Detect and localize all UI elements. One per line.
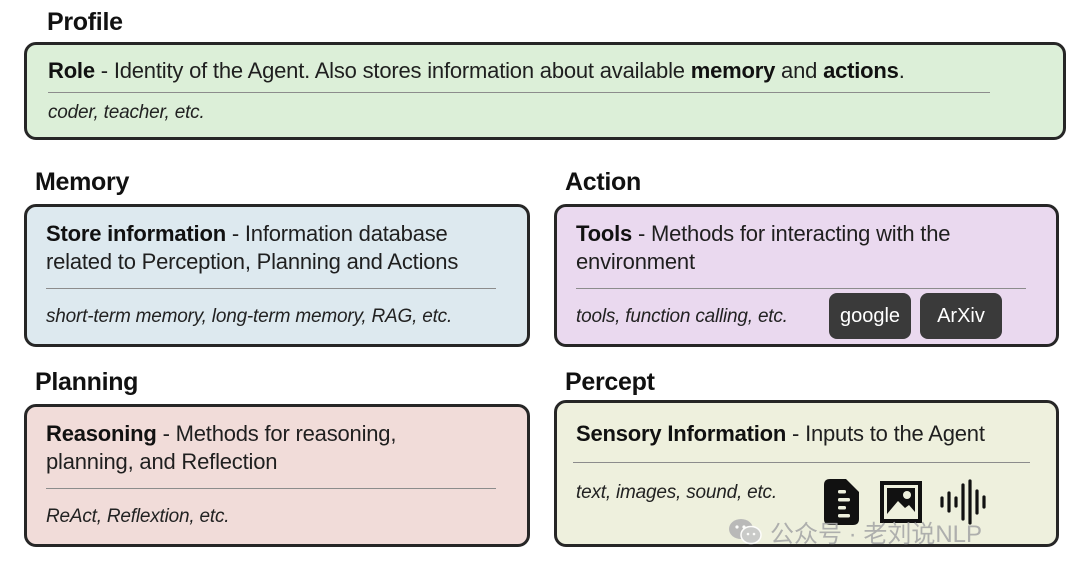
profile-memory-word: memory (690, 58, 776, 83)
action-description: Tools - Methods for interacting with the… (576, 220, 1016, 276)
profile-description: Role - Identity of the Agent. Also store… (48, 57, 1048, 85)
profile-examples: coder, teacher, etc. (48, 102, 205, 123)
percept-examples: text, images, sound, etc. (576, 482, 777, 503)
percept-description: Sensory Information - Inputs to the Agen… (576, 420, 1046, 448)
memory-text: - Information database related to Percep… (46, 221, 459, 274)
planning-lead: Reasoning (46, 421, 157, 446)
document-icon (824, 479, 859, 525)
percept-divider (573, 462, 1030, 463)
sound-wave-icon (940, 479, 986, 525)
profile-actions-word: actions (823, 58, 899, 83)
action-divider (576, 288, 1026, 289)
arxiv-badge: ArXiv (920, 293, 1002, 339)
memory-lead: Store information (46, 221, 226, 246)
memory-card: Store information - Information database… (24, 204, 530, 347)
percept-card: Sensory Information - Inputs to the Agen… (554, 400, 1059, 547)
memory-title: Memory (35, 168, 130, 196)
profile-text-2: and (775, 58, 824, 83)
action-card: Tools - Methods for interacting with the… (554, 204, 1059, 347)
action-text: - Methods for interacting with the envir… (576, 221, 951, 274)
action-title: Action (565, 168, 641, 196)
memory-description: Store information - Information database… (46, 220, 516, 276)
profile-lead: Role (48, 58, 95, 83)
planning-divider (46, 488, 496, 489)
memory-divider (46, 288, 496, 289)
planning-card: Reasoning - Methods for reasoning, plann… (24, 404, 530, 547)
image-icon (880, 481, 922, 523)
google-badge: google (829, 293, 911, 339)
planning-title: Planning (35, 368, 139, 396)
profile-divider (48, 92, 990, 93)
wechat-icon (729, 518, 762, 544)
profile-text-1: - Identity of the Agent. Also stores inf… (94, 58, 691, 83)
watermark-text: 公众号 · 老刘说NLP (770, 521, 983, 548)
percept-title: Percept (565, 368, 655, 396)
watermark: 公众号 · 老刘说NLP (728, 514, 982, 549)
memory-examples: short-term memory, long-term memory, RAG… (46, 306, 453, 327)
percept-lead: Sensory Information (576, 421, 787, 446)
planning-examples: ReAct, Reflextion, etc. (46, 506, 230, 527)
profile-text-3: . (898, 58, 905, 83)
profile-title: Profile (47, 8, 123, 36)
action-lead: Tools (576, 221, 633, 246)
planning-description: Reasoning - Methods for reasoning, plann… (46, 420, 486, 476)
percept-text: - Inputs to the Agent (786, 421, 985, 446)
action-examples: tools, function calling, etc. (576, 306, 788, 327)
planning-text: - Methods for reasoning, planning, and R… (46, 421, 397, 474)
profile-card: Role - Identity of the Agent. Also store… (24, 42, 1066, 140)
